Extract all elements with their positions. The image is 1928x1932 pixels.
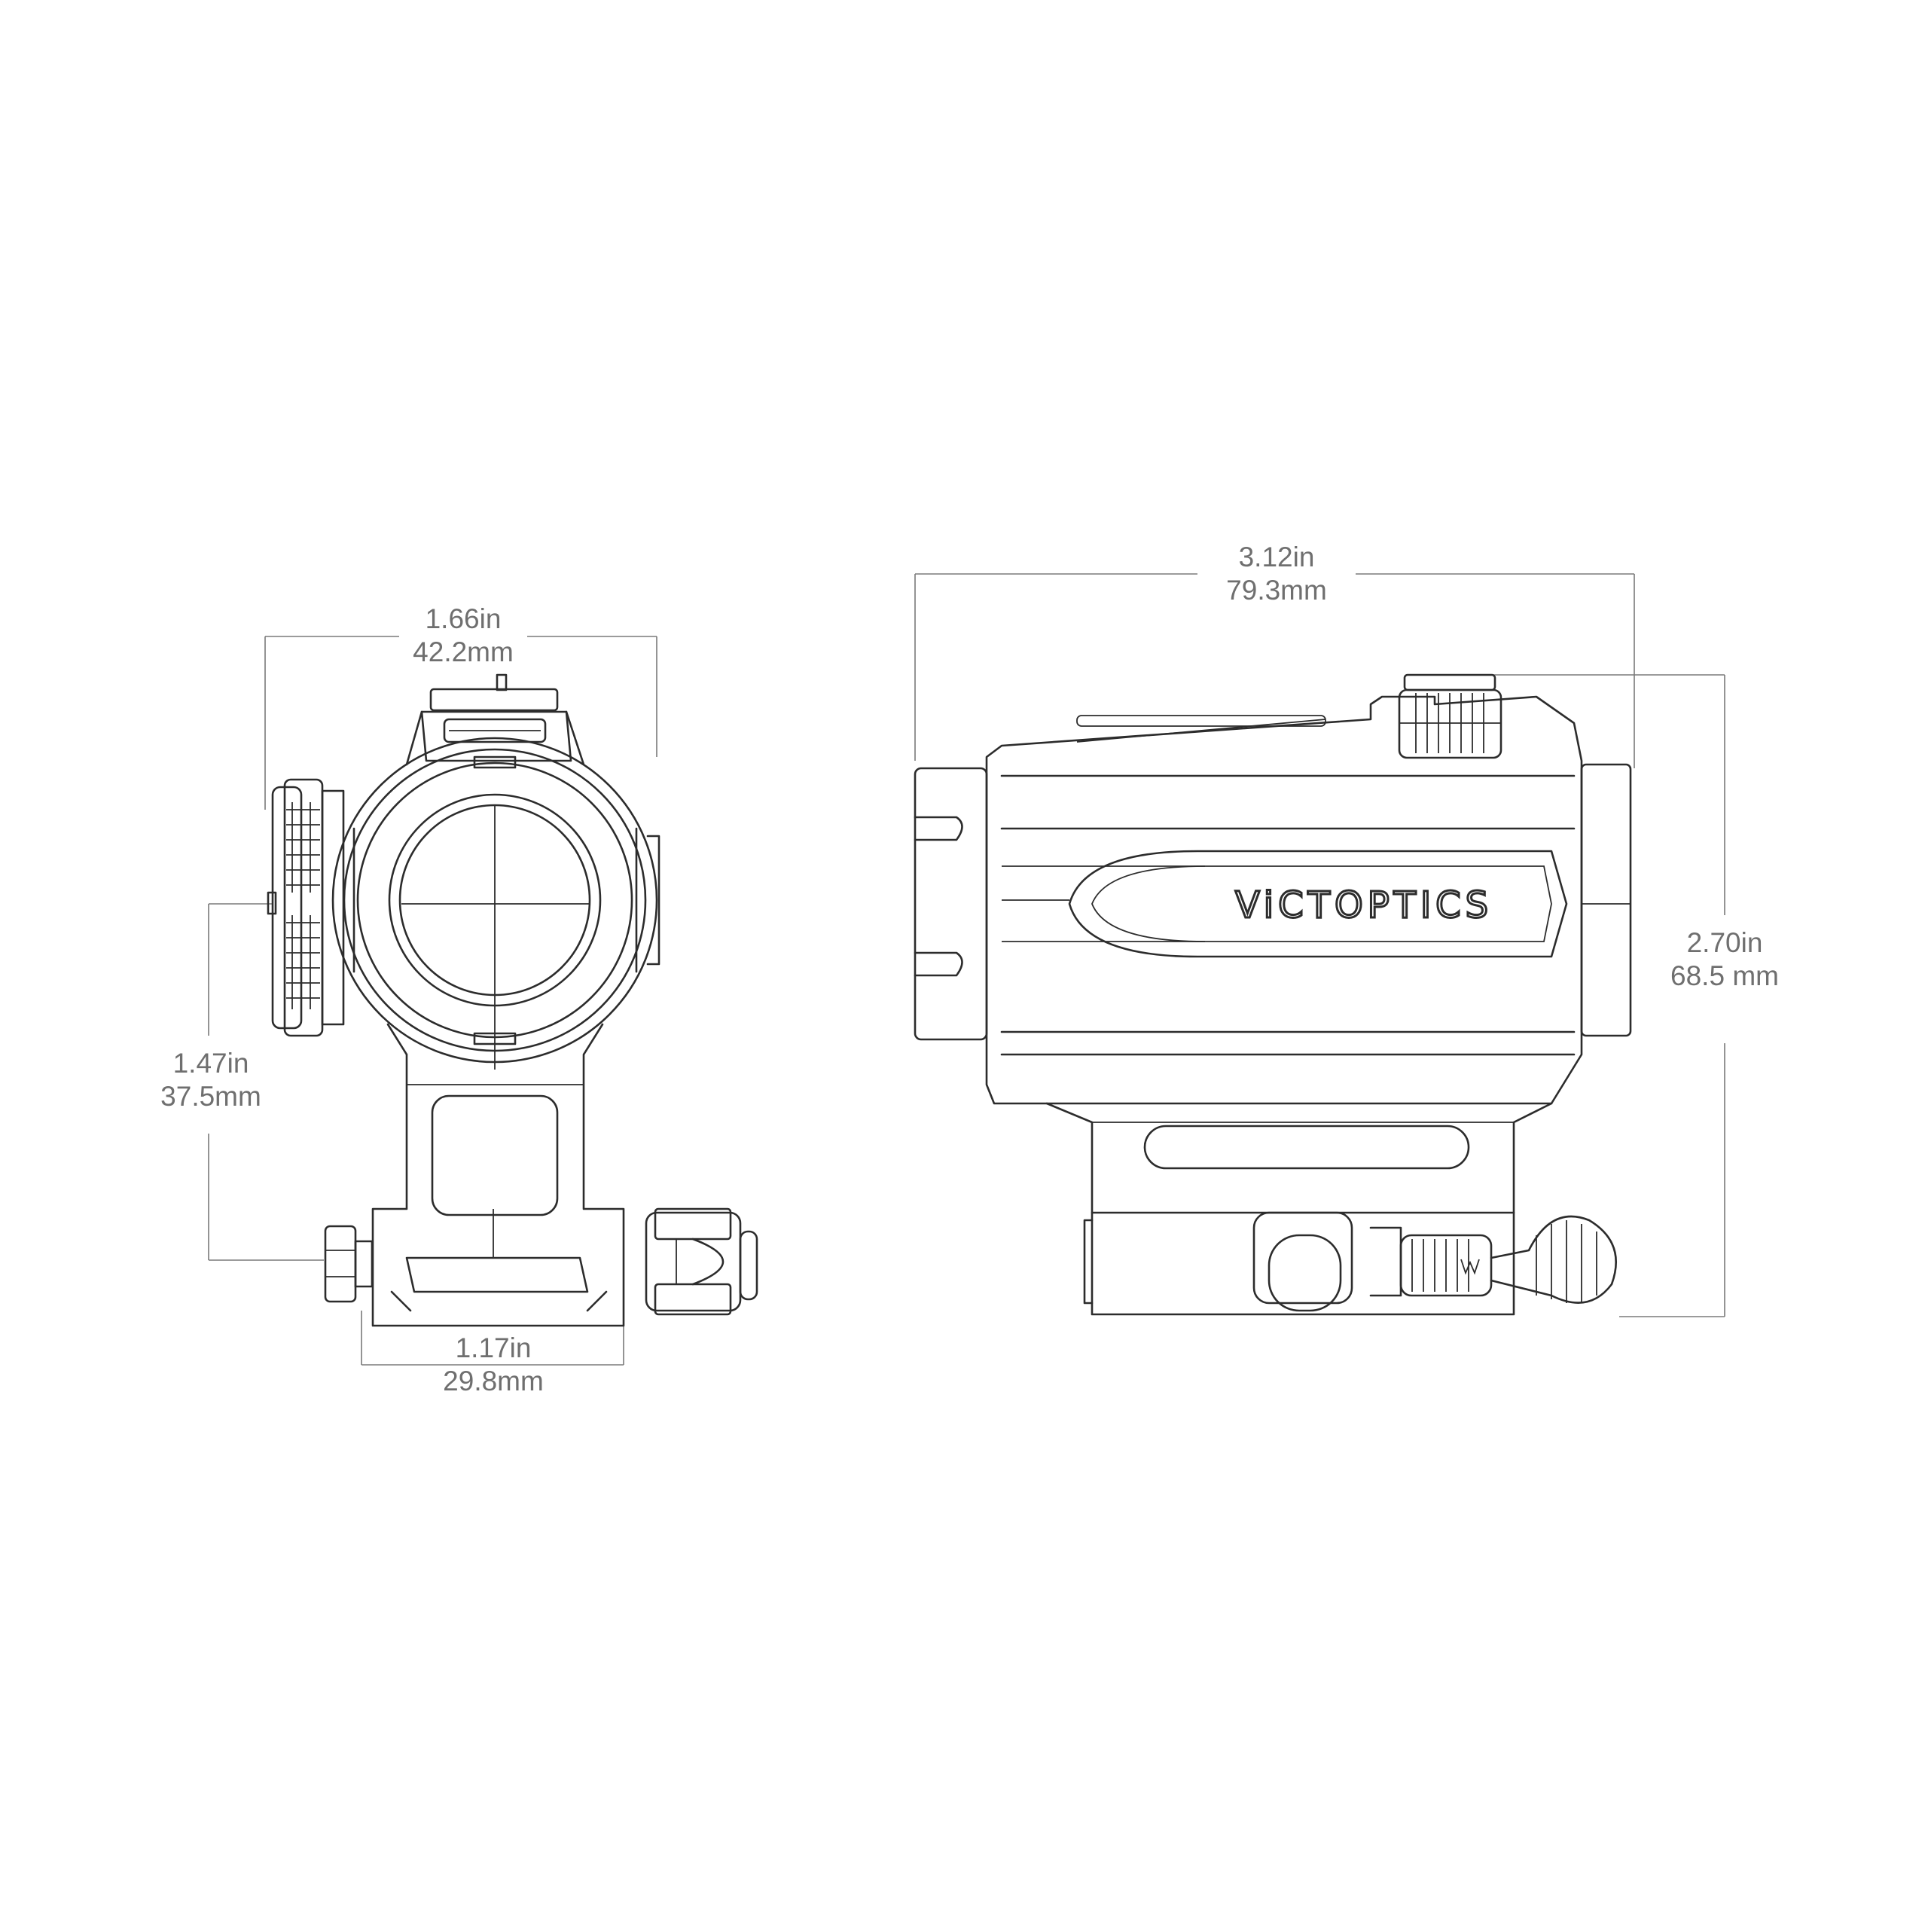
side-turret-knurling xyxy=(286,802,320,1009)
front-height-dimension-lines xyxy=(208,903,324,1261)
front-width-metric: 42.2mm xyxy=(413,636,514,667)
clamp-nut xyxy=(324,1225,374,1303)
side-main-body xyxy=(985,695,1583,1105)
side-qd-lever xyxy=(1252,1211,1618,1312)
reticle-crosshair xyxy=(401,806,589,1070)
front-height-label: 1.47in 37.5mm xyxy=(143,1047,279,1113)
front-view xyxy=(208,636,758,1366)
side-view: ViCTOPTICS xyxy=(914,573,1725,1317)
riser-mount xyxy=(371,1023,625,1327)
side-height-imperial: 2.70in xyxy=(1686,927,1763,958)
top-turret xyxy=(405,673,585,766)
side-height-metric: 68.5 mm xyxy=(1670,960,1779,991)
front-height-metric: 37.5mm xyxy=(160,1081,261,1112)
front-base-label: 1.17in 29.8mm xyxy=(429,1332,557,1398)
objective-bell xyxy=(914,767,988,1041)
front-height-imperial: 1.47in xyxy=(172,1048,249,1079)
front-base-metric: 29.8mm xyxy=(443,1366,544,1396)
side-length-label: 3.12in 79.3mm xyxy=(1205,541,1348,607)
main-tube xyxy=(331,737,660,1064)
side-length-imperial: 3.12in xyxy=(1238,542,1315,572)
side-length-dimension-lines xyxy=(914,573,1635,768)
front-width-imperial: 1.66in xyxy=(425,603,502,634)
side-height-label: 2.70in 68.5 mm xyxy=(1649,926,1800,993)
front-width-label: 1.66in 42.2mm xyxy=(399,603,527,669)
qd-lever xyxy=(645,1207,758,1316)
side-length-metric: 79.3mm xyxy=(1226,575,1327,606)
brand-logo: ViCTOPTICS xyxy=(1235,884,1493,926)
side-base xyxy=(1045,1102,1553,1316)
eyepiece xyxy=(1580,763,1632,1037)
side-top-turret xyxy=(1398,673,1502,759)
front-base-imperial: 1.17in xyxy=(455,1332,532,1363)
side-turret xyxy=(267,778,345,1037)
front-width-dimension-lines xyxy=(264,636,657,810)
side-height-dimension-lines xyxy=(1472,674,1725,1317)
